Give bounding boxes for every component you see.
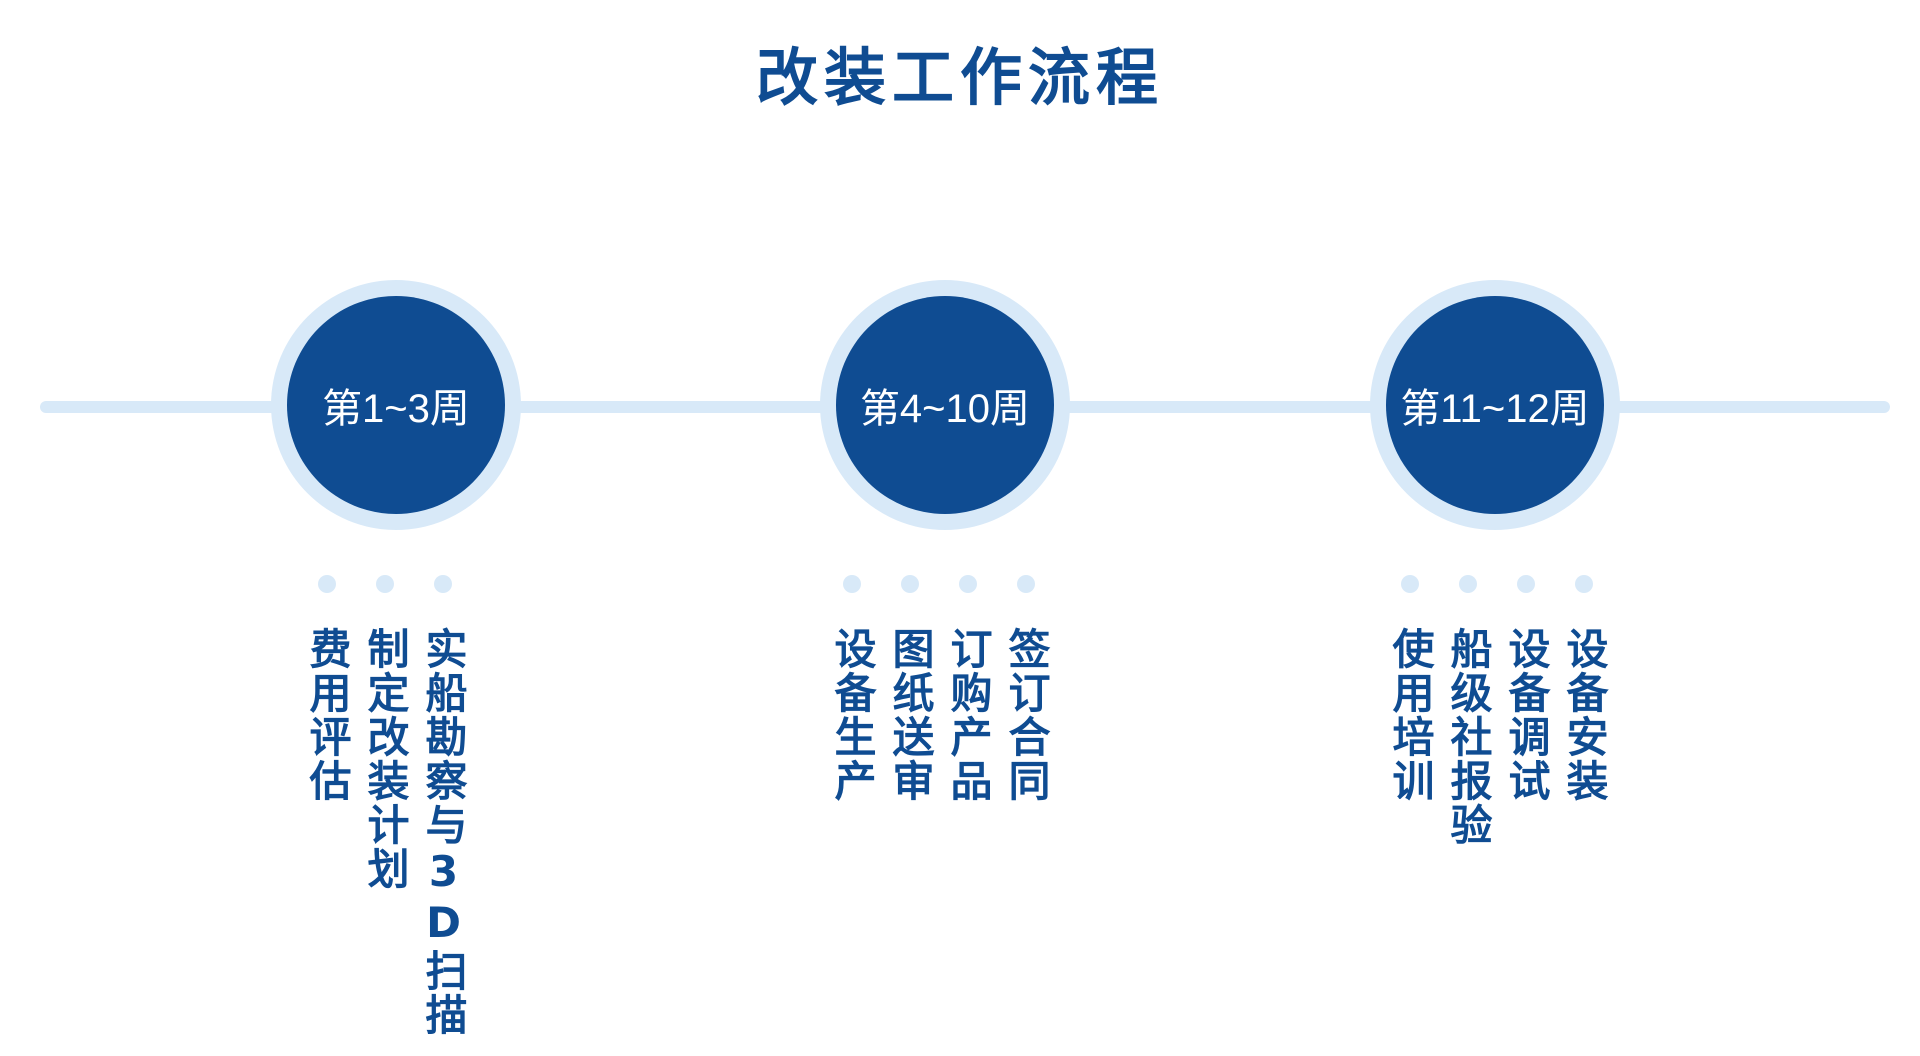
task-item: 设备生产 bbox=[828, 575, 877, 803]
task-item: 设备安装 bbox=[1560, 575, 1609, 847]
task-label: 图纸送审 bbox=[886, 627, 935, 803]
task-dot bbox=[318, 575, 336, 593]
task-item: 签订合同 bbox=[1002, 575, 1051, 803]
task-label: 设备调试 bbox=[1502, 627, 1551, 803]
stage-2-circle: 第4~10周 bbox=[836, 296, 1054, 514]
task-label: 签订合同 bbox=[1002, 627, 1051, 803]
task-dot bbox=[1575, 575, 1593, 593]
task-item: 使用培训 bbox=[1386, 575, 1435, 847]
task-label: 使用培训 bbox=[1386, 627, 1435, 803]
task-label: 实船勘察与3D扫描 bbox=[419, 627, 468, 1037]
task-item: 订购产品 bbox=[944, 575, 993, 803]
stage-3-circle: 第11~12周 bbox=[1386, 296, 1604, 514]
stage-1-circle: 第1~3周 bbox=[287, 296, 505, 514]
task-dot bbox=[376, 575, 394, 593]
task-label: 设备安装 bbox=[1560, 627, 1609, 803]
task-label: 费用评估 bbox=[303, 627, 352, 803]
page-title: 改装工作流程 bbox=[755, 41, 1164, 114]
task-dot bbox=[1459, 575, 1477, 593]
task-item: 船级社报验 bbox=[1444, 575, 1493, 847]
task-label: 设备生产 bbox=[828, 627, 877, 803]
task-item: 图纸送审 bbox=[886, 575, 935, 803]
task-item: 实船勘察与3D扫描 bbox=[419, 575, 468, 1037]
task-item: 制定改装计划 bbox=[361, 575, 410, 1037]
task-label: 船级社报验 bbox=[1444, 627, 1493, 847]
task-dot bbox=[434, 575, 452, 593]
task-dot bbox=[1017, 575, 1035, 593]
task-item: 费用评估 bbox=[303, 575, 352, 1037]
stage-1-tasks: 费用评估 制定改装计划 实船勘察与3D扫描 bbox=[303, 575, 468, 1037]
task-label: 制定改装计划 bbox=[361, 627, 410, 891]
stage-2-tasks: 设备生产 图纸送审 订购产品 签订合同 bbox=[828, 575, 1051, 803]
task-dot bbox=[1517, 575, 1535, 593]
task-dot bbox=[843, 575, 861, 593]
task-dot bbox=[1401, 575, 1419, 593]
stage-3-tasks: 使用培训 船级社报验 设备调试 设备安装 bbox=[1386, 575, 1609, 847]
stage-1: 第1~3周 bbox=[271, 280, 521, 530]
stage-2: 第4~10周 bbox=[820, 280, 1070, 530]
task-dot bbox=[901, 575, 919, 593]
task-dot bbox=[959, 575, 977, 593]
stage-3: 第11~12周 bbox=[1370, 280, 1620, 530]
task-label: 订购产品 bbox=[944, 627, 993, 803]
task-item: 设备调试 bbox=[1502, 575, 1551, 847]
